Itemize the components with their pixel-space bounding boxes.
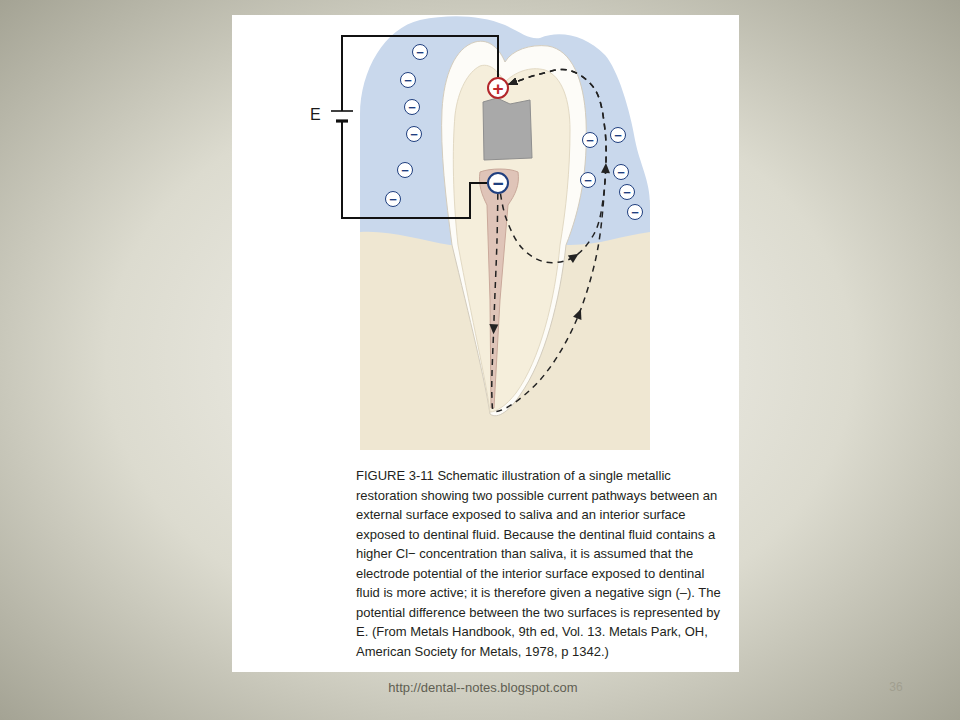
ion-sign: −	[492, 174, 503, 193]
ion-sign: +	[492, 79, 503, 98]
pulp	[479, 169, 518, 408]
cathode-circle: −	[487, 172, 509, 194]
chloride-ion-circle: −	[627, 204, 643, 220]
ion-sign: −	[631, 206, 639, 219]
ion-sign: −	[623, 186, 631, 199]
current-pathway	[500, 69, 606, 262]
figure-caption: FIGURE 3-11 Schematic illustration of a …	[356, 466, 728, 661]
current-arrowhead	[573, 307, 585, 320]
chloride-ion-circle: −	[610, 127, 626, 143]
chloride-ion-circle: −	[404, 99, 420, 115]
page-number: 36	[889, 680, 902, 694]
ion-sign: −	[617, 166, 625, 179]
chloride-ion-circle: −	[582, 132, 598, 148]
chloride-ion-circle: −	[400, 72, 416, 88]
current-arrowhead	[489, 324, 498, 334]
ion-sign: −	[389, 193, 397, 206]
chloride-ion-circle: −	[613, 164, 629, 180]
dentin	[453, 65, 570, 412]
current-arrowhead	[601, 163, 610, 173]
ion-sign: −	[408, 101, 416, 114]
footer-url: http://dental--notes.blogspot.com	[388, 680, 577, 695]
chloride-ion-circle: −	[406, 126, 422, 142]
ion-sign: −	[614, 129, 622, 142]
ion-sign: −	[401, 164, 409, 177]
chloride-ion-circle: −	[580, 172, 596, 188]
circuit-wire	[342, 36, 498, 218]
metallic-restoration	[483, 98, 532, 160]
battery-plate	[336, 119, 348, 122]
battery-plate	[331, 110, 353, 112]
anode-circle: +	[487, 77, 509, 99]
ion-sign: −	[584, 174, 592, 187]
figure-panel	[232, 15, 739, 672]
ion-sign: −	[404, 74, 412, 87]
current-pathway	[492, 69, 606, 411]
ion-sign: −	[410, 128, 418, 141]
enamel	[442, 41, 587, 416]
ion-sign: −	[416, 46, 424, 59]
chloride-ion-circle: −	[397, 162, 413, 178]
chloride-ion-circle: −	[385, 191, 401, 207]
current-arrowhead	[568, 250, 581, 263]
chloride-ion-circle: −	[412, 44, 428, 60]
potential-label: E	[309, 106, 322, 124]
chloride-ion-circle: −	[619, 184, 635, 200]
ion-sign: −	[586, 134, 594, 147]
